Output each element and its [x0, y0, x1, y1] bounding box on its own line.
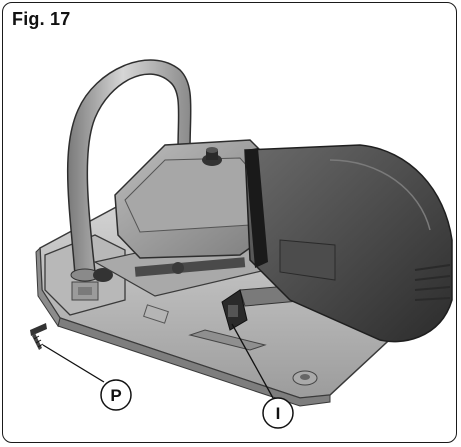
motor-body	[244, 144, 453, 343]
blade-housing	[114, 139, 276, 259]
leader-line-i	[231, 323, 274, 399]
figure-title: Fig. 17	[12, 9, 71, 29]
callout-p: P	[100, 379, 132, 411]
callout-p-label: P	[110, 386, 121, 405]
screw	[30, 323, 47, 350]
base-plate	[35, 204, 401, 407]
leader-line-p	[42, 344, 105, 383]
locking-lever	[221, 289, 248, 331]
callout-i-label: I	[276, 404, 281, 423]
figure-frame	[2, 2, 457, 443]
callout-i: I	[262, 397, 294, 429]
